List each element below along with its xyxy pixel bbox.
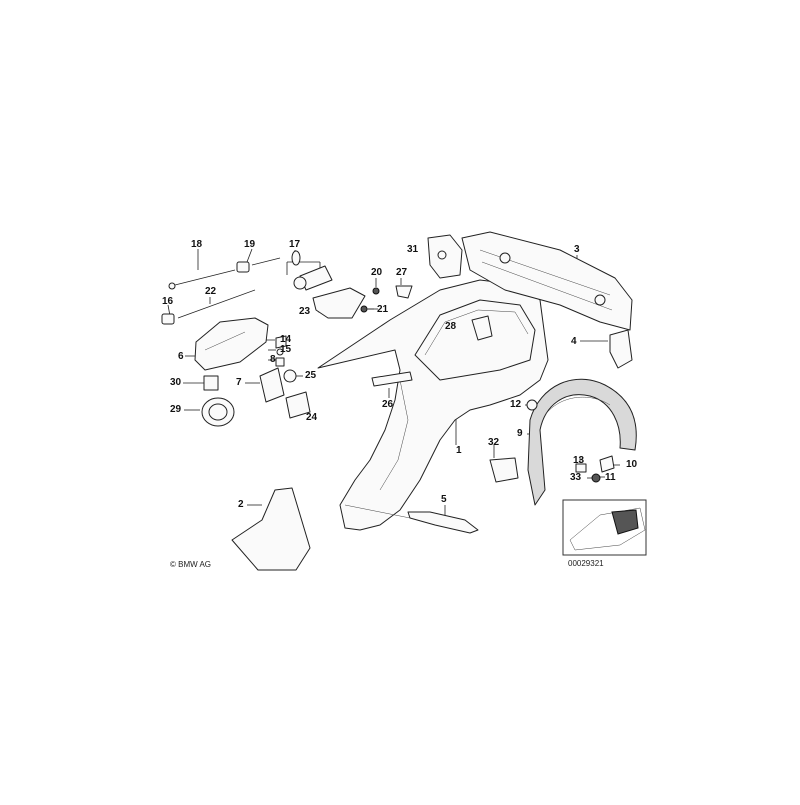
callout-33: 33 (570, 472, 582, 483)
part-30-cap (203, 375, 219, 391)
callout-22: 22 (205, 286, 217, 297)
part-6-fuel-flap (194, 317, 269, 371)
part-29-grommet (201, 397, 235, 427)
callout-10: 10 (626, 459, 638, 470)
callout-4: 4 (571, 336, 577, 347)
callout-14: 14 (280, 334, 292, 345)
callout-6: 6 (178, 351, 184, 362)
callout-30: 30 (170, 377, 182, 388)
callout-3: 3 (574, 244, 580, 255)
callout-8: 8 (270, 354, 276, 365)
callout-27: 27 (396, 267, 408, 278)
callout-12: 12 (510, 399, 522, 410)
callout-2: 2 (238, 499, 244, 510)
callout-19: 19 (244, 239, 256, 250)
part-2-pillar-trim (231, 487, 311, 571)
copyright-notice: © BMW AG (170, 560, 212, 569)
callout-7: 7 (236, 377, 242, 388)
callout-20: 20 (371, 267, 383, 278)
part-26-trim (371, 371, 413, 387)
part-31-bracket (427, 234, 463, 279)
callout-23: 23 (299, 306, 311, 317)
callout-31: 31 (407, 244, 419, 255)
part-28-cover (471, 315, 493, 341)
callout-15: 15 (280, 344, 292, 355)
drawing-number: 00029321 (568, 559, 604, 568)
callout-1: 1 (456, 445, 462, 456)
part-27-clip (395, 285, 413, 299)
part-small-fittings (259, 335, 311, 419)
callout-21: 21 (377, 304, 389, 315)
part-1-side-panel (317, 279, 549, 531)
part-9-wheel-arch-liner (527, 378, 637, 506)
callout-25: 25 (305, 370, 317, 381)
callout-29: 29 (170, 404, 182, 415)
callout-16: 16 (162, 296, 174, 307)
part-4-bracket (609, 329, 633, 369)
part-3-rear-panel (461, 231, 633, 331)
callout-32: 32 (488, 437, 500, 448)
callout-28: 28 (445, 321, 457, 332)
callout-5: 5 (441, 494, 447, 505)
part-clips-nuts (489, 399, 615, 483)
part-20-21-screws (360, 287, 380, 313)
part-17-actuator (291, 250, 333, 291)
callout-11: 11 (605, 472, 616, 483)
callout-26: 26 (382, 399, 394, 410)
callout-18: 18 (191, 239, 203, 250)
part-5-strip (407, 511, 479, 534)
part-rods-cables (161, 257, 281, 325)
vehicle-thumbnail (562, 499, 647, 556)
part-23-bracket (312, 287, 366, 319)
callout-13: 13 (573, 455, 585, 466)
callout-17: 17 (289, 239, 301, 250)
callout-24: 24 (306, 412, 318, 423)
callout-9: 9 (517, 428, 523, 439)
